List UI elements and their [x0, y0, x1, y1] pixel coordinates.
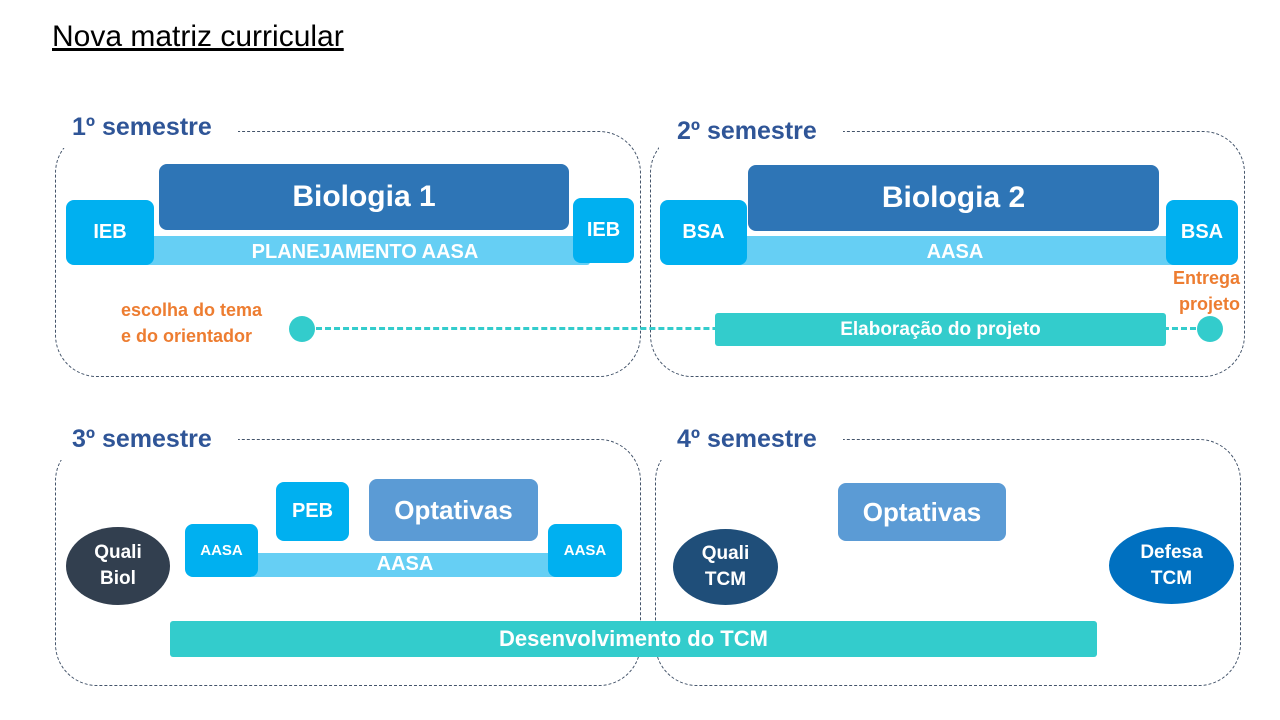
- milestone-dot-end: [1197, 316, 1223, 342]
- aasa-left-block: AASA: [185, 524, 258, 577]
- bsa-left-block: BSA: [660, 200, 747, 265]
- ieb-left-block: IEB: [66, 200, 154, 265]
- aasa-right-block: AASA: [548, 524, 622, 577]
- desenvolvimento-tcm-bar: Desenvolvimento do TCM: [170, 621, 1097, 657]
- semester-2-label: 2º semestre: [659, 117, 843, 152]
- bsa-right-block: BSA: [1166, 200, 1238, 265]
- elaboracao-projeto-bar: Elaboração do projeto: [715, 313, 1166, 346]
- optativas-s3-block: Optativas: [369, 479, 538, 541]
- semester-4-label: 4º semestre: [659, 425, 843, 460]
- peb-block: PEB: [276, 482, 349, 541]
- semester-1-label: 1º semestre: [54, 113, 238, 148]
- biologia-1-block: Biologia 1: [159, 164, 569, 230]
- planejamento-aasa-bar: PLANEJAMENTO AASA: [140, 236, 590, 265]
- ieb-right-block: IEB: [573, 198, 634, 263]
- semester-3-frame: [55, 439, 641, 686]
- semester-1-frame: [55, 131, 641, 377]
- semester-4-frame: [655, 439, 1241, 686]
- aasa-bar-s3: AASA: [250, 553, 560, 577]
- milestone-dot-start: [289, 316, 315, 342]
- optativas-s4-block: Optativas: [838, 483, 1006, 541]
- biologia-2-block: Biologia 2: [748, 165, 1159, 231]
- page-title: Nova matriz curricular: [52, 20, 344, 53]
- semester-3-label: 3º semestre: [54, 425, 238, 460]
- semester-2-frame: [650, 131, 1245, 377]
- aasa-bar-s2: AASA: [730, 236, 1180, 265]
